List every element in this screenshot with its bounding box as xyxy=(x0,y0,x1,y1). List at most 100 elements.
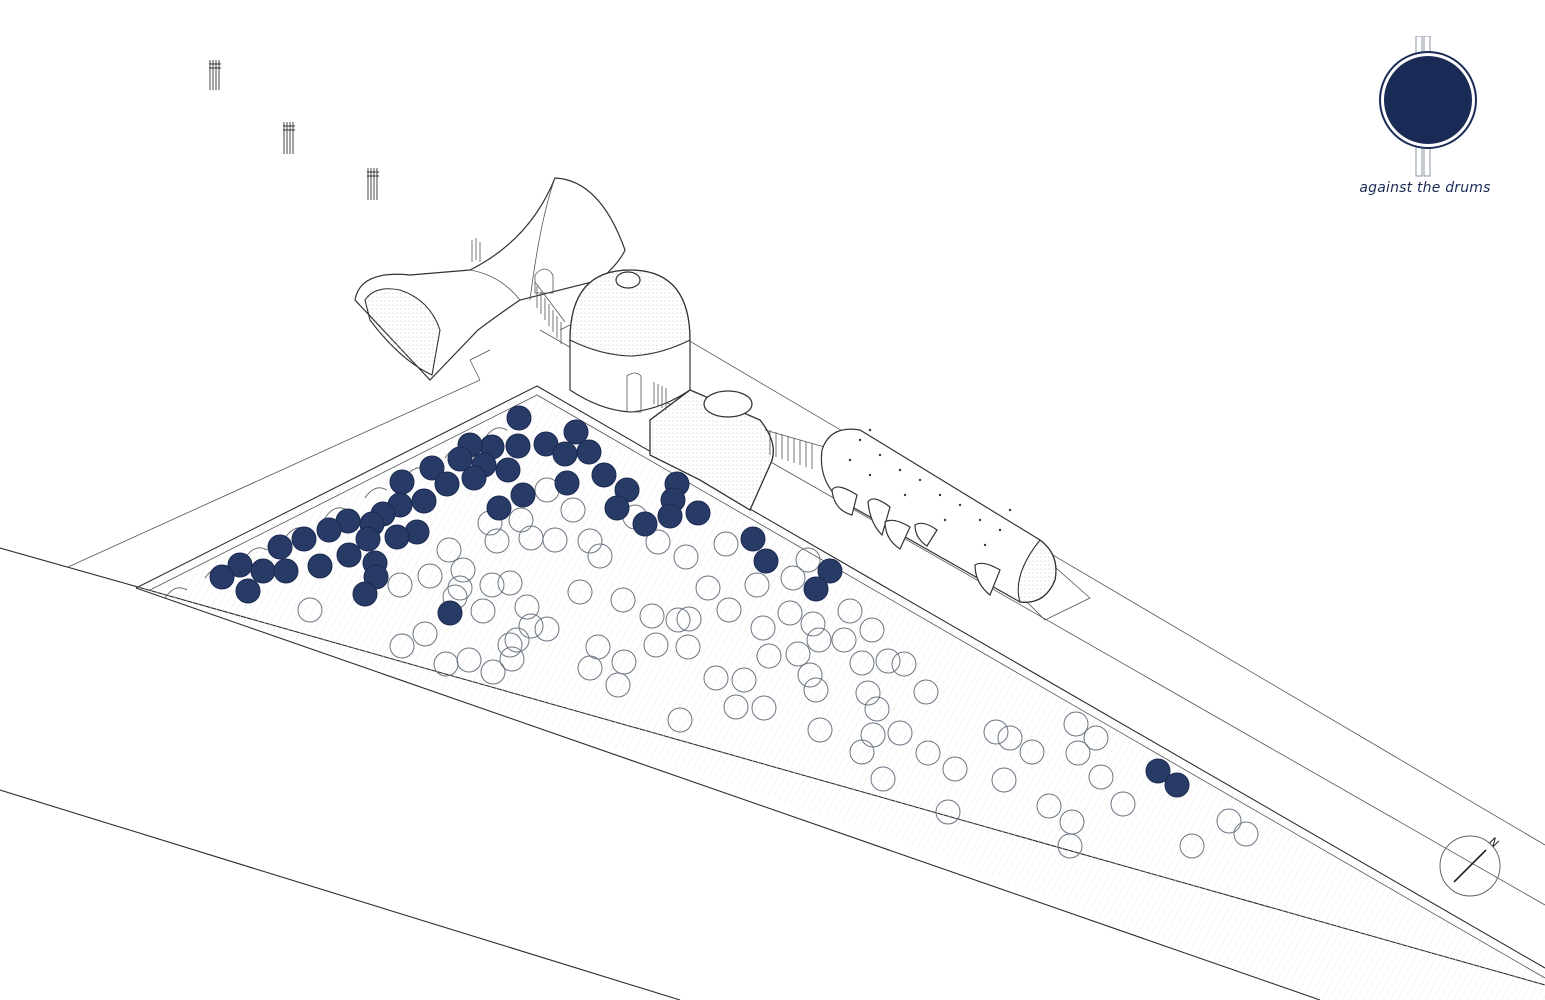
empty-drum xyxy=(470,598,496,624)
empty-drum xyxy=(1179,833,1205,859)
empty-drum xyxy=(667,707,693,733)
empty-drum xyxy=(676,606,702,632)
empty-drum xyxy=(447,575,473,601)
empty-drum xyxy=(645,529,671,555)
filled-drum xyxy=(563,419,589,445)
filled-drum xyxy=(389,469,415,495)
filled-drum xyxy=(235,578,261,604)
empty-drum xyxy=(518,525,544,551)
empty-drum xyxy=(864,696,890,722)
empty-drum xyxy=(1083,725,1109,751)
empty-drum xyxy=(913,679,939,705)
empty-drum xyxy=(534,616,560,642)
empty-drum xyxy=(514,594,540,620)
empty-drum xyxy=(859,617,885,643)
empty-drum xyxy=(942,756,968,782)
buildings xyxy=(354,177,1057,603)
empty-drum xyxy=(777,600,803,626)
filled-drum xyxy=(411,488,437,514)
empty-drum xyxy=(497,632,523,658)
empty-drum xyxy=(389,633,415,659)
filled-drum xyxy=(384,524,410,550)
empty-drum xyxy=(837,598,863,624)
empty-drum xyxy=(605,672,631,698)
empty-drum xyxy=(1057,833,1083,859)
empty-drum xyxy=(1088,764,1114,790)
empty-drum xyxy=(797,662,823,688)
filled-drums xyxy=(209,405,1190,798)
filled-drum xyxy=(495,457,521,483)
filled-drum xyxy=(1164,772,1190,798)
empty-drum xyxy=(479,572,505,598)
empty-drum xyxy=(891,651,917,677)
empty-drum xyxy=(675,634,701,660)
empty-drum xyxy=(1216,808,1242,834)
filled-drum xyxy=(352,581,378,607)
filled-drum xyxy=(307,553,333,579)
empty-drum xyxy=(713,531,739,557)
empty-drum xyxy=(643,632,669,658)
drum-logo-icon xyxy=(1379,36,1477,177)
empty-drum xyxy=(795,547,821,573)
empty-drum xyxy=(1036,793,1062,819)
filled-drum xyxy=(209,564,235,590)
filled-drum xyxy=(604,495,630,521)
empty-drum xyxy=(1065,740,1091,766)
filled-drum xyxy=(336,542,362,568)
empty-drum xyxy=(935,799,961,825)
filled-drum xyxy=(632,511,658,537)
filled-drum xyxy=(740,526,766,552)
empty-drum xyxy=(587,543,613,569)
filled-drum xyxy=(510,482,536,508)
empty-drum xyxy=(983,719,1009,745)
empty-drum xyxy=(610,587,636,613)
empty-drum xyxy=(723,694,749,720)
filled-drum xyxy=(461,465,487,491)
north-label: N xyxy=(1486,835,1501,850)
filled-drum xyxy=(1145,758,1171,784)
empty-drum xyxy=(297,597,323,623)
empty-drum xyxy=(436,537,462,563)
filled-drum xyxy=(447,446,473,472)
empty-drum xyxy=(831,627,857,653)
empty-drum xyxy=(991,767,1017,793)
empty-drum xyxy=(806,627,832,653)
filled-drum xyxy=(419,455,445,481)
empty-drum xyxy=(1063,711,1089,737)
empty-drum xyxy=(560,497,586,523)
ground-lines xyxy=(0,299,1545,1000)
filled-drum xyxy=(250,558,276,584)
filled-drum xyxy=(291,526,317,552)
empty-drum xyxy=(785,641,811,667)
empty-drum xyxy=(855,680,881,706)
empty-drum xyxy=(433,651,459,677)
filled-drum xyxy=(552,441,578,467)
empty-drum xyxy=(870,766,896,792)
filled-drum xyxy=(316,517,342,543)
empty-drum xyxy=(450,557,476,583)
empty-drum xyxy=(567,579,593,605)
empty-drum xyxy=(849,650,875,676)
empty-drum xyxy=(417,563,443,589)
empty-drum xyxy=(750,615,776,641)
empty-drum xyxy=(887,720,913,746)
empty-drum xyxy=(875,648,901,674)
empty-drum xyxy=(703,665,729,691)
filled-drum xyxy=(273,558,299,584)
empty-drum xyxy=(504,627,530,653)
empty-drum xyxy=(756,643,782,669)
empty-drum xyxy=(780,565,806,591)
empty-drum xyxy=(387,572,413,598)
empty-drum xyxy=(480,659,506,685)
empty-drum xyxy=(499,646,525,672)
filled-drum xyxy=(685,500,711,526)
filled-drum xyxy=(355,526,381,552)
filled-drum xyxy=(803,576,829,602)
filled-drum xyxy=(506,405,532,431)
empty-drum xyxy=(731,667,757,693)
filled-drum xyxy=(434,471,460,497)
empty-drum xyxy=(665,607,691,633)
empty-drum xyxy=(744,572,770,598)
